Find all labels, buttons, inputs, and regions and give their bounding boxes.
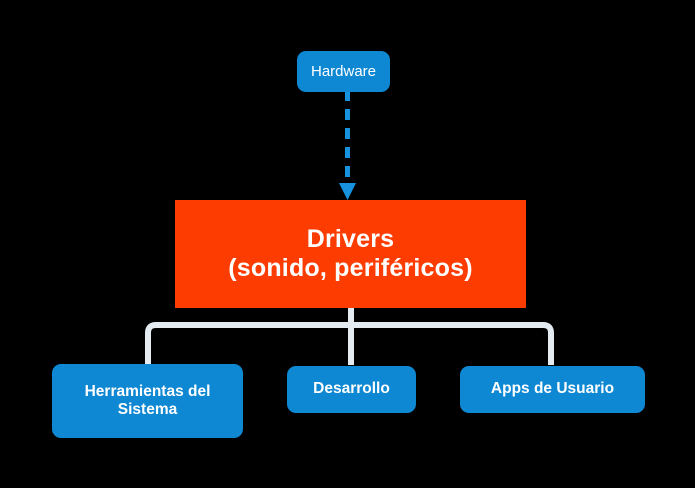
- node-hardware[interactable]: Hardware: [297, 51, 390, 92]
- connector-branch-left: [145, 322, 351, 365]
- node-drivers-label: Drivers (sonido, periféricos): [228, 224, 473, 283]
- node-desarrollo[interactable]: Desarrollo: [287, 366, 416, 413]
- bracket-connector-drivers-to-children: [145, 305, 554, 365]
- dashed-arrow-hardware-to-drivers: [339, 90, 356, 200]
- node-herramientas-del-sistema[interactable]: Herramientas del Sistema: [52, 364, 243, 438]
- node-apps-de-usuario-label: Apps de Usuario: [490, 380, 615, 398]
- arrowhead-down-icon: [339, 183, 356, 200]
- node-drivers[interactable]: Drivers (sonido, periféricos): [175, 200, 526, 308]
- node-desarrollo-label: Desarrollo: [313, 380, 390, 398]
- node-apps-de-usuario[interactable]: Apps de Usuario: [460, 366, 645, 413]
- node-hardware-label: Hardware: [310, 62, 377, 80]
- node-herramientas-del-sistema-label: Herramientas del Sistema: [84, 382, 211, 418]
- connector-branch-right: [351, 322, 554, 365]
